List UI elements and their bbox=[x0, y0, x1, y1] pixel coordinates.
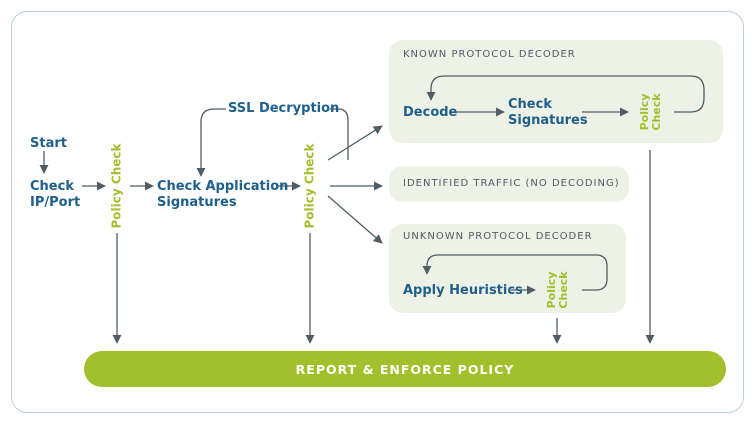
report-enforce-policy-bar: REPORT & ENFORCE POLICY bbox=[84, 351, 726, 387]
report-enforce-policy-label: REPORT & ENFORCE POLICY bbox=[295, 361, 515, 377]
check-application-signatures-label: Check Application Signatures bbox=[157, 179, 289, 210]
start-label: Start bbox=[30, 136, 67, 151]
policy-check-app: Policy Check bbox=[302, 143, 317, 229]
apply-heuristics-label: Apply Heuristics bbox=[403, 283, 523, 298]
policy-check-known: Policy Check bbox=[638, 93, 663, 131]
arrow-to-known bbox=[327, 125, 383, 161]
unknown-panel-caption: UNKNOWN PROTOCOL DECODER bbox=[403, 231, 593, 242]
ssl-decryption-label: SSL Decryption bbox=[228, 101, 340, 116]
check-signatures-label: Check Signatures bbox=[508, 97, 588, 128]
arrow-to-unknown bbox=[327, 195, 383, 244]
known-protocol-decoder-panel bbox=[389, 40, 723, 143]
decode-label: Decode bbox=[403, 105, 458, 120]
check-ip-port-label: Check IP/Port bbox=[30, 179, 81, 210]
ssl-loop-right bbox=[330, 108, 349, 160]
policy-check-ip: Policy Check bbox=[109, 143, 124, 229]
diagram-frame bbox=[11, 11, 744, 413]
unknown-decoder-loop bbox=[422, 254, 608, 291]
known-panel-caption: KNOWN PROTOCOL DECODER bbox=[403, 49, 576, 60]
policy-check-unknown: Policy Check bbox=[545, 271, 570, 309]
identified-panel-caption: IDENTIFIED TRAFFIC (NO DECODING) bbox=[403, 178, 620, 189]
identified-traffic-panel bbox=[389, 166, 629, 202]
ssl-loop-left bbox=[196, 108, 226, 177]
known-decoder-loop bbox=[426, 75, 705, 113]
